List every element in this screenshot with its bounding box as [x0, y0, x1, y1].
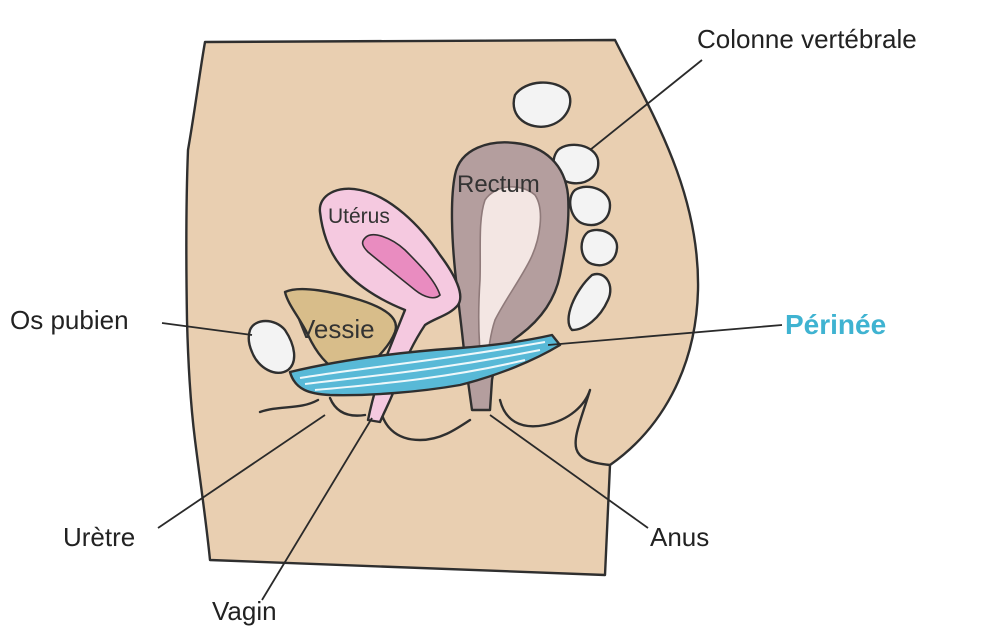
label-uterus: Utérus: [328, 205, 390, 228]
pubic-bone-leader: [161, 322, 253, 336]
label-vagina: Vagin: [212, 596, 277, 626]
label-pubic-bone: Os pubien: [10, 305, 129, 335]
label-anus: Anus: [650, 522, 709, 552]
vagina-leader: [261, 417, 373, 601]
perineum-leader: [547, 324, 783, 346]
spine-vertebrae: [512, 81, 619, 332]
label-bladder: Vessie: [298, 314, 375, 344]
spine-leader: [589, 59, 703, 151]
label-spine: Colonne vertébrale: [697, 24, 917, 54]
label-rectum: Rectum: [457, 171, 540, 198]
label-urethra: Urètre: [63, 522, 135, 552]
uterus-cavity: [361, 234, 441, 299]
anus-leader: [489, 414, 649, 529]
perineum-fibers: [299, 341, 546, 391]
bladder-shape: [283, 287, 398, 374]
pubic-bone: [247, 319, 296, 375]
leg-fold-lines: [258, 388, 612, 467]
urethra-leader: [157, 414, 326, 529]
rectum-inner: [477, 186, 542, 371]
label-perineum: Périnée: [785, 309, 886, 340]
